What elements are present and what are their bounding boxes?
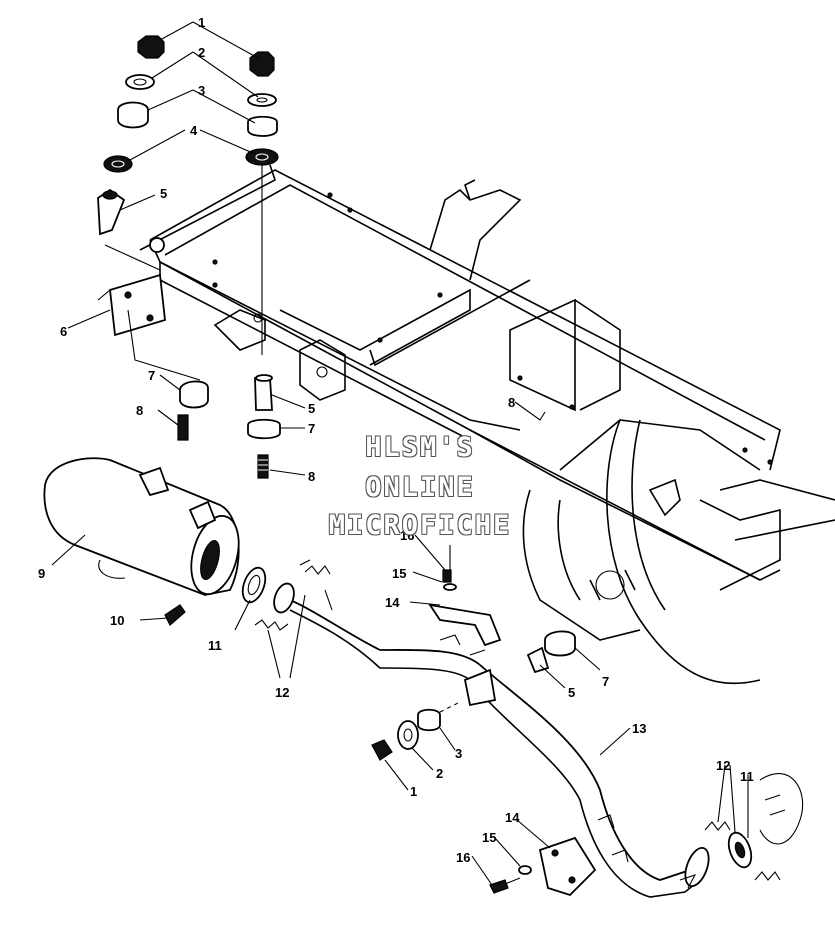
callout-8-mid: 8 <box>308 469 315 484</box>
head-pipe <box>273 582 710 898</box>
callout-9: 9 <box>38 566 45 581</box>
callout-11-left: 11 <box>208 638 222 653</box>
callout-5-lower: 5 <box>568 685 575 700</box>
frame-structure <box>139 164 835 685</box>
washer-2-left <box>125 74 155 90</box>
upper-mount-hardware-right <box>245 51 281 479</box>
nut-1-left <box>137 35 165 59</box>
callout-8-left: 8 <box>136 403 143 418</box>
callout-4-top: 4 <box>190 123 198 138</box>
callout-15-lower: 15 <box>482 830 496 845</box>
grommet-7-left <box>179 380 209 409</box>
watermark-line-3: MICROFICHE <box>328 510 512 541</box>
callout-16-lower: 16 <box>456 850 470 865</box>
callout-3-top: 3 <box>198 83 205 98</box>
callout-3-lower: 3 <box>455 746 462 761</box>
mount-bracket-6 <box>97 244 209 441</box>
callout-1-top: 1 <box>198 15 205 30</box>
pipe-bracket-14-lower <box>489 836 597 897</box>
callout-7-left: 7 <box>148 368 155 383</box>
pipe-bracket-14-upper <box>428 545 502 647</box>
callout-6: 6 <box>60 324 67 339</box>
callout-8-right: 8 <box>508 395 515 410</box>
exhaust-seal-and-springs-right <box>704 773 804 881</box>
callout-16-upper: 16 <box>400 528 414 543</box>
callout-5-top: 5 <box>160 186 167 201</box>
washer-4-left <box>103 155 133 173</box>
callout-12-left: 12 <box>275 685 289 700</box>
muffler <box>43 457 240 626</box>
callout-11-right: 11 <box>740 769 754 784</box>
callout-13: 13 <box>632 721 646 736</box>
grommet-3-left <box>117 101 149 129</box>
upper-mount-hardware-left <box>97 35 165 236</box>
callout-14-upper: 14 <box>385 595 400 610</box>
watermark-line-1: HLSM'S <box>365 432 475 463</box>
callout-7-lower: 7 <box>602 674 609 689</box>
frame-holes <box>212 192 773 465</box>
callout-15-upper: 15 <box>392 566 406 581</box>
callout-labels: 1 2 3 4 5 6 7 8 5 7 8 8 9 10 11 12 16 15… <box>38 15 754 865</box>
callout-2-lower: 2 <box>436 766 443 781</box>
callout-1-lower: 1 <box>410 784 417 799</box>
watermark-line-2: ONLINE <box>365 472 475 503</box>
callout-7-mid: 7 <box>308 421 315 436</box>
callout-5-mid: 5 <box>308 401 315 416</box>
callout-2-top: 2 <box>198 45 205 60</box>
leader-lines <box>51 21 749 886</box>
pipe-mount-hardware <box>371 630 576 761</box>
nut-1-right <box>249 51 275 77</box>
callout-14-lower: 14 <box>505 810 520 825</box>
callout-12-right: 12 <box>716 758 730 773</box>
exhaust-seal-and-springs-left <box>241 559 333 631</box>
callout-10: 10 <box>110 613 124 628</box>
